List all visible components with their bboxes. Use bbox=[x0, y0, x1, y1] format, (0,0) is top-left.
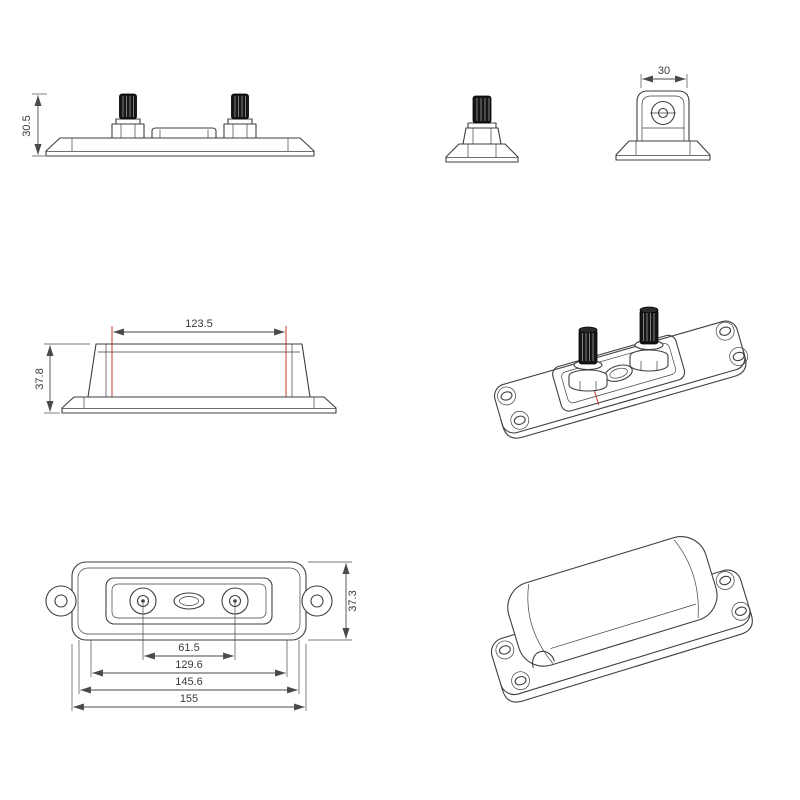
terminal-bolt bbox=[223, 93, 257, 139]
dim-body-length-label: 129.6 bbox=[175, 659, 203, 671]
mount-ear bbox=[731, 601, 751, 621]
dimension-total-length: 155 bbox=[71, 644, 307, 711]
side-view: 30.5 bbox=[21, 93, 315, 157]
terminal-end-view bbox=[445, 95, 519, 163]
dim-mount-length-label: 145.6 bbox=[175, 676, 203, 688]
isometric-view-open bbox=[494, 306, 749, 439]
mount-hole bbox=[719, 326, 732, 336]
terminal-bolt bbox=[629, 306, 669, 372]
dim-total-length-label: 155 bbox=[180, 693, 198, 705]
mount-hole bbox=[514, 676, 527, 686]
dimension-total-height: 30.5 bbox=[21, 93, 47, 157]
dimension-body-length: 129.6 bbox=[90, 640, 288, 677]
dim-front-height-label: 37.8 bbox=[34, 368, 46, 389]
mount-hole bbox=[719, 575, 732, 586]
mount-ear bbox=[495, 640, 515, 660]
isometric-view-closed bbox=[490, 536, 753, 703]
dim-end-width-label: 30 bbox=[658, 65, 670, 77]
fuse-frame bbox=[105, 577, 273, 625]
cover bbox=[507, 536, 718, 667]
mount-hole bbox=[734, 606, 747, 616]
mount-ear bbox=[715, 321, 735, 341]
dim-plan-width-label: 37.3 bbox=[347, 590, 359, 611]
dim-side-height-label: 30.5 bbox=[21, 115, 33, 136]
mount-hole bbox=[498, 645, 511, 655]
dimension-plan-width: 37.3 bbox=[308, 561, 359, 641]
end-view: 30 bbox=[615, 65, 711, 161]
terminal-bolt bbox=[462, 95, 502, 145]
mount-ear bbox=[510, 410, 530, 430]
mount-ear bbox=[301, 585, 333, 617]
dim-terminal-spacing-label: 61.5 bbox=[178, 642, 199, 654]
dimension-end-width: 30 bbox=[640, 65, 688, 88]
cable-arch bbox=[532, 650, 555, 668]
mount-hole bbox=[54, 594, 68, 608]
dimension-body-width: 123.5 bbox=[111, 318, 287, 397]
dim-front-width-label: 123.5 bbox=[185, 318, 213, 330]
mount-hole bbox=[513, 415, 526, 425]
terminal-bolt bbox=[568, 326, 608, 392]
mount-ear bbox=[45, 585, 77, 617]
mount-hole bbox=[500, 391, 513, 401]
mount-ear bbox=[729, 347, 749, 366]
top-view: 61.5 129.6 145.6 155 37.3 bbox=[45, 561, 359, 711]
mount-ear bbox=[511, 671, 530, 691]
fuse-window bbox=[173, 592, 205, 610]
terminal-bolt bbox=[111, 93, 145, 139]
fuse-frame bbox=[552, 334, 686, 412]
dimension-front-height: 37.8 bbox=[34, 343, 90, 414]
dimension-terminal-spacing: 61.5 bbox=[142, 603, 236, 660]
mount-ear bbox=[715, 571, 735, 590]
dimension-mount-hole-length: 145.6 bbox=[78, 640, 300, 694]
mount-hole bbox=[732, 351, 745, 362]
mount-ear bbox=[497, 386, 516, 406]
mount-hole bbox=[310, 594, 324, 608]
front-view: 123.5 37.8 bbox=[34, 318, 337, 414]
